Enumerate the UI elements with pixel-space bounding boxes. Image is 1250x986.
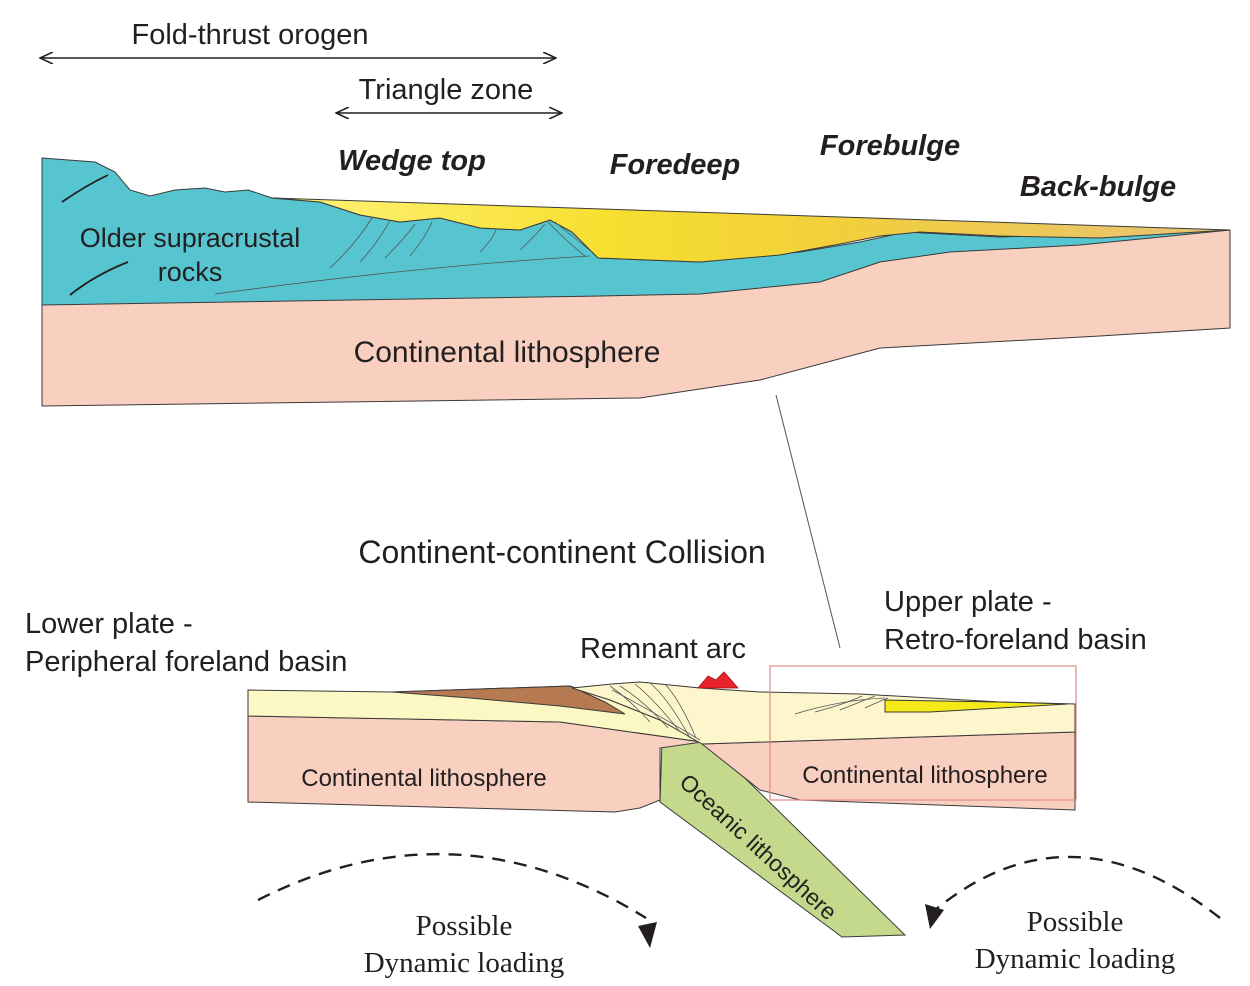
back-bulge-label: Back-bulge xyxy=(1020,171,1176,203)
collision-thrust-lines xyxy=(609,682,889,741)
remnant-arc-volcano xyxy=(697,671,739,689)
fold-thrust-label: Fold-thrust orogen xyxy=(132,19,369,51)
connector-line xyxy=(775,394,841,649)
upper-plate-label-line2: Retro-foreland basin xyxy=(884,624,1147,656)
wedge-top-label: Wedge top xyxy=(338,145,486,177)
right-lithosphere-label: Continental lithosphere xyxy=(802,762,1048,789)
right-loading-label-line2: Dynamic loading xyxy=(975,943,1176,975)
wedge-thrust-lines xyxy=(214,217,593,295)
retro-foreland-fill xyxy=(884,699,1069,713)
lower-plate-label-line1: Lower plate - xyxy=(25,608,193,640)
retro-foreland-highlight-box xyxy=(769,665,1077,801)
right-dynamic-loading-arrow xyxy=(934,855,1221,919)
peripheral-basin-fill xyxy=(391,685,626,715)
forebulge-label: Forebulge xyxy=(820,130,960,162)
older-rocks-label-line2: rocks xyxy=(158,257,223,287)
left-dynamic-loading-arrow xyxy=(257,852,647,920)
left-dynamic-loading-arrowhead xyxy=(638,922,657,948)
upper-plate-label-line1: Upper plate - xyxy=(884,586,1052,618)
left-loading-label-line2: Dynamic loading xyxy=(364,947,565,979)
foreland-basin-fill xyxy=(271,197,1231,263)
right-dynamic-loading-arrowhead xyxy=(925,904,944,929)
bottom-cross-section xyxy=(247,665,1077,938)
top-cross-section xyxy=(41,157,1231,649)
triangle-zone-label: Triangle zone xyxy=(359,74,534,106)
continental-lithosphere-top-label: Continental lithosphere xyxy=(354,336,661,369)
foredeep-label: Foredeep xyxy=(610,149,741,181)
top-labels: Fold-thrust orogen Triangle zone Wedge t… xyxy=(40,19,1176,369)
older-rocks-label-line1: Older supracrustal xyxy=(80,223,301,253)
thrust-fault xyxy=(61,174,109,203)
remnant-arc-label: Remnant arc xyxy=(580,633,746,665)
left-loading-label-line1: Possible xyxy=(416,910,513,942)
collision-title: Continent-continent Collision xyxy=(358,534,765,570)
right-loading-label-line1: Possible xyxy=(1027,906,1124,938)
lower-plate-label-line2: Peripheral foreland basin xyxy=(25,646,347,678)
left-lithosphere-label: Continental lithosphere xyxy=(301,765,547,792)
thrust-fault xyxy=(69,261,129,296)
